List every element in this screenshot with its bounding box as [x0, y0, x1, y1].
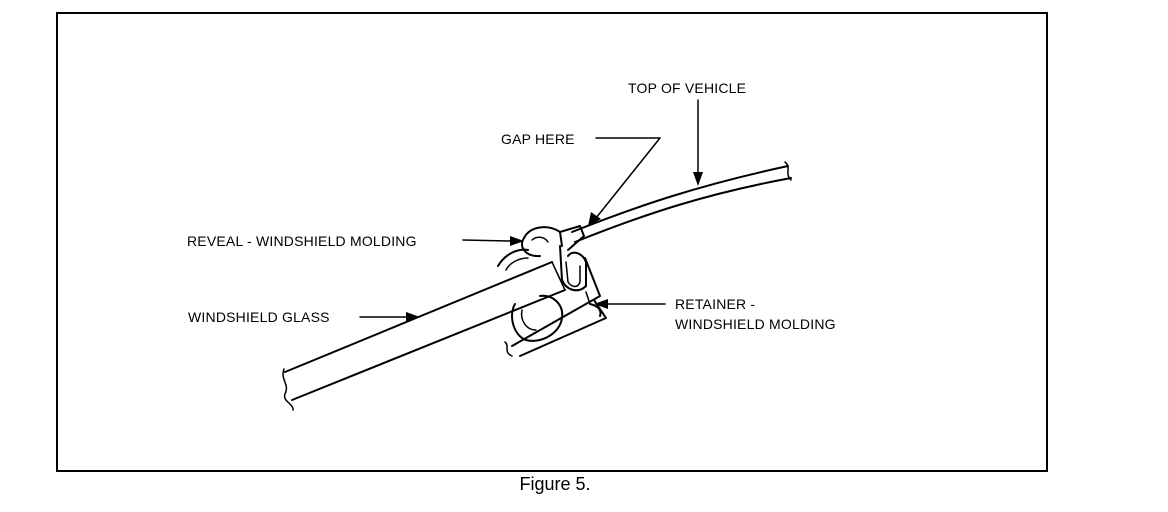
- leader-retainer: [594, 299, 666, 309]
- leader-reveal-molding: [462, 236, 524, 246]
- leader-top-of-vehicle: [693, 99, 703, 186]
- leader-windshield-glass: [359, 312, 420, 322]
- roof-panel: [571, 161, 792, 243]
- leader-gap-here: [588, 137, 661, 226]
- label-top-of-vehicle: TOP OF VEHICLE: [628, 80, 746, 96]
- label-retainer-line1: RETAINER -: [675, 296, 755, 312]
- reveal-molding: [521, 225, 587, 292]
- label-retainer-line2: WINDSHIELD MOLDING: [675, 316, 836, 332]
- retainer-molding: [504, 257, 607, 357]
- windshield-glass: [282, 261, 566, 411]
- label-windshield-glass: WINDSHIELD GLASS: [188, 309, 330, 325]
- label-gap-here: GAP HERE: [501, 131, 575, 147]
- adhesive-bead: [497, 248, 564, 342]
- figure-caption: Figure 5.: [519, 474, 591, 494]
- label-reveal-molding: REVEAL - WINDSHIELD MOLDING: [187, 233, 417, 249]
- figure-frame: [56, 12, 1048, 472]
